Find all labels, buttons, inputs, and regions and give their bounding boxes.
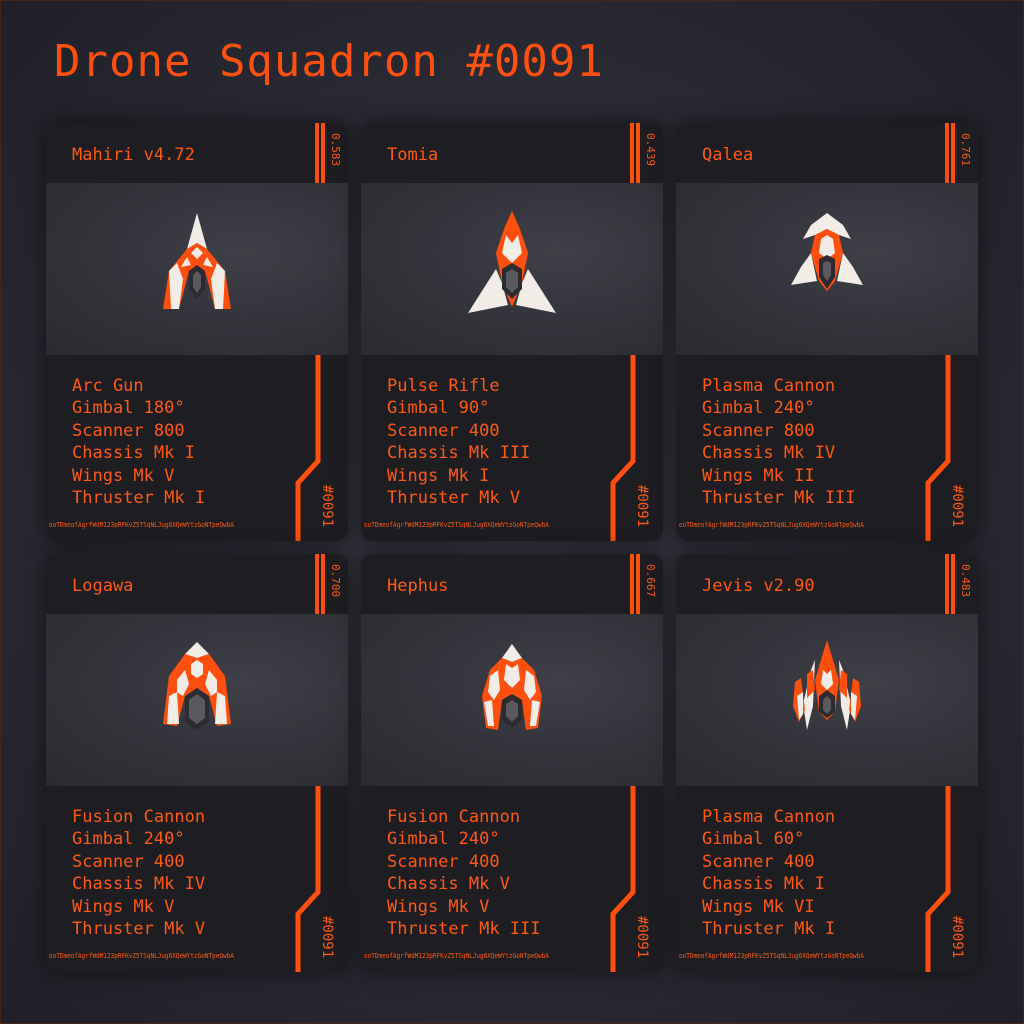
drone-name: Jevis v2.90: [702, 576, 815, 596]
drone-name: Mahiri v4.72: [72, 145, 195, 165]
drone-serial: #0091: [949, 916, 965, 959]
spec-item: Wings Mk I: [387, 465, 490, 486]
drone-hash: ooTDmeofAgrfWdM123pRFKvZ5TSqNLJug6XQeWYt…: [49, 521, 234, 529]
spec-item: Pulse Rifle: [387, 376, 500, 396]
drone-hash: ooTDmeofAgrfWdM123pRFKvZ5TSqNLJug6XQeWYt…: [49, 952, 234, 960]
drone-serial: #0091: [634, 485, 650, 528]
spec-item: Gimbal 240°: [387, 829, 500, 850]
spec-item: Chassis Mk III: [387, 443, 531, 464]
spec-item: Chassis Mk IV: [702, 443, 836, 464]
spec-item: Wings Mk V: [72, 896, 175, 917]
spec-item: Thruster Mk III: [387, 919, 541, 940]
spec-item: Chassis Mk I: [702, 874, 825, 895]
drone-score: 0.700: [329, 564, 342, 598]
spec-item: Gimbal 60°: [702, 829, 805, 850]
drone-hash: ooTDmeofAgrfWdM123pRFKvZ5TSqNLJug6XQeWYt…: [364, 521, 549, 529]
spec-item: Gimbal 240°: [72, 829, 185, 850]
drone-serial: #0091: [949, 485, 965, 528]
spec-item: Thruster Mk V: [387, 488, 521, 509]
drone-ship-icon: [791, 213, 863, 291]
drone-hash: ooTDmeofAgrfWdM123pRFKvZ5TSqNLJug6XQeWYt…: [679, 521, 864, 529]
drone-name: Tomia: [387, 145, 439, 165]
spec-item: Scanner 800: [702, 420, 815, 441]
drone-artwork: [676, 183, 978, 355]
drone-hash: ooTDmeofAgrfWdM123pRFKvZ5TSqNLJug6XQeWYt…: [679, 952, 864, 960]
card-accent-lines: [925, 554, 955, 972]
card-accent-lines: [925, 123, 955, 541]
drone-serial: #0091: [634, 916, 650, 959]
spec-item: Plasma Cannon: [702, 807, 836, 827]
card-accent-lines: [610, 554, 640, 972]
spec-item: Thruster Mk III: [702, 488, 856, 509]
spec-item: Scanner 400: [387, 420, 500, 441]
spec-item: Plasma Cannon: [702, 376, 836, 396]
drone-ship-icon: [468, 211, 556, 313]
spec-item: Wings Mk II: [702, 465, 815, 486]
drone-score: 0.583: [329, 133, 342, 167]
spec-item: Chassis Mk IV: [72, 874, 206, 895]
drone-name: Qalea: [702, 145, 754, 165]
drone-serial: #0091: [319, 485, 335, 528]
drone-score: 0.761: [959, 133, 972, 167]
spec-item: Scanner 400: [72, 851, 185, 872]
drone-ship-icon: [793, 640, 861, 730]
drone-ship-icon: [163, 213, 231, 309]
drone-artwork: [676, 614, 978, 786]
card-accent-lines: [610, 123, 640, 541]
spec-item: Fusion Cannon: [387, 807, 521, 827]
card-accent-lines: [295, 554, 325, 972]
drone-artwork: [361, 183, 663, 355]
drone-artwork: [46, 614, 348, 786]
spec-item: Gimbal 180°: [72, 398, 185, 419]
drone-artwork: [46, 183, 348, 355]
spec-item: Wings Mk V: [387, 896, 490, 917]
spec-item: Wings Mk V: [72, 465, 175, 486]
spec-item: Scanner 800: [72, 420, 185, 441]
spec-item: Thruster Mk V: [72, 919, 206, 940]
spec-item: Chassis Mk I: [72, 443, 195, 464]
spec-item: Fusion Cannon: [72, 807, 206, 827]
spec-item: Scanner 400: [387, 851, 500, 872]
page-title: Drone Squadron #0091: [54, 36, 604, 87]
spec-item: Scanner 400: [702, 851, 815, 872]
drone-serial: #0091: [319, 916, 335, 959]
drone-ship-icon: [163, 642, 231, 730]
spec-item: Thruster Mk I: [72, 488, 206, 509]
spec-item: Gimbal 90°: [387, 398, 490, 419]
spec-item: Chassis Mk V: [387, 874, 510, 895]
spec-item: Gimbal 240°: [702, 398, 815, 419]
card-accent-lines: [295, 123, 325, 541]
spec-item: Thruster Mk I: [702, 919, 836, 940]
drone-score: 0.667: [644, 564, 657, 598]
drone-artwork: [361, 614, 663, 786]
drone-name: Logawa: [72, 576, 134, 596]
drone-hash: ooTDmeofAgrfWdM123pRFKvZ5TSqNLJug6XQeWYt…: [364, 952, 549, 960]
drone-ship-icon: [482, 644, 542, 730]
spec-item: Wings Mk VI: [702, 896, 815, 917]
drone-name: Hephus: [387, 576, 449, 596]
drone-score: 0.439: [644, 133, 657, 167]
spec-item: Arc Gun: [72, 376, 144, 396]
drone-score: 0.483: [959, 564, 972, 598]
